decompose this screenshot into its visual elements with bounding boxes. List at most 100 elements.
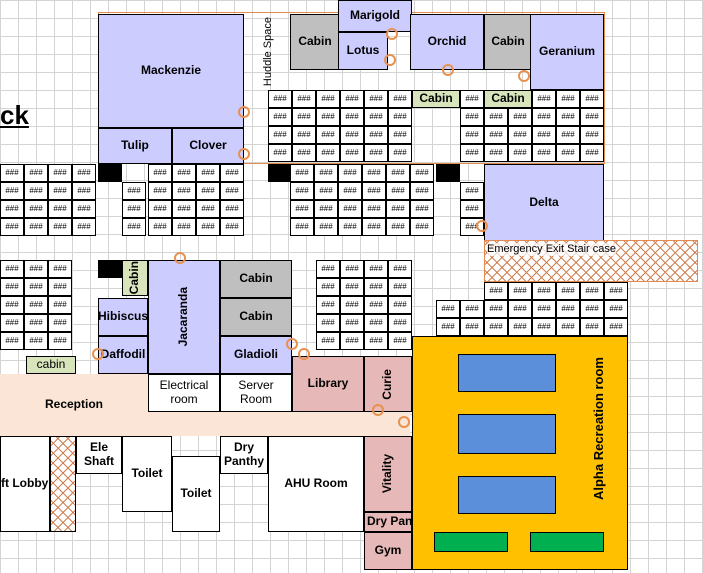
desk[interactable]: ### — [532, 144, 556, 162]
desk[interactable]: ### — [316, 126, 340, 144]
desk[interactable]: ### — [364, 108, 388, 126]
room-toilet-1[interactable]: Toilet — [122, 436, 172, 512]
desk[interactable]: ### — [316, 278, 340, 296]
desk[interactable]: ### — [556, 300, 580, 318]
room-delta[interactable]: Delta — [484, 164, 604, 242]
desk[interactable]: ### — [484, 282, 508, 300]
desk[interactable]: ### — [580, 90, 604, 108]
desk[interactable]: ### — [388, 126, 412, 144]
room-cabin-2[interactable]: Cabin — [484, 14, 532, 70]
room-ahu[interactable]: AHU Room — [268, 436, 364, 532]
room-cabin-vertical[interactable]: Cabin — [122, 260, 148, 296]
desk[interactable]: ### — [314, 200, 338, 218]
desk[interactable]: ### — [580, 300, 604, 318]
room-electrical[interactable]: Electrical room — [148, 374, 220, 412]
room-orchid[interactable]: Orchid — [410, 14, 484, 70]
desk[interactable]: ### — [24, 278, 48, 296]
desk[interactable]: ### — [220, 182, 244, 200]
room-cabin-1[interactable]: Cabin — [290, 14, 340, 70]
room-gladioli[interactable]: Gladioli — [220, 336, 292, 374]
desk[interactable]: ### — [24, 314, 48, 332]
desk[interactable]: ### — [410, 200, 434, 218]
desk[interactable]: ### — [340, 278, 364, 296]
desk[interactable]: ### — [388, 314, 412, 332]
desk[interactable]: ### — [340, 314, 364, 332]
desk[interactable]: ### — [72, 200, 96, 218]
room-dry-panthy[interactable]: Dry Panthy — [220, 436, 268, 474]
desk[interactable]: ### — [532, 300, 556, 318]
desk[interactable]: ### — [314, 182, 338, 200]
desk[interactable]: ### — [580, 108, 604, 126]
room-mackenzie[interactable]: Mackenzie — [98, 14, 244, 128]
room-geranium[interactable]: Geranium — [530, 14, 604, 90]
desk[interactable]: ### — [24, 260, 48, 278]
desk[interactable]: ### — [196, 182, 220, 200]
desk[interactable]: ### — [316, 314, 340, 332]
desk[interactable]: ### — [580, 282, 604, 300]
desk[interactable]: ### — [508, 318, 532, 336]
desk[interactable]: ### — [386, 164, 410, 182]
desk[interactable]: ### — [436, 318, 460, 336]
desk[interactable]: ### — [48, 260, 72, 278]
desk[interactable]: ### — [556, 144, 580, 162]
room-jacaranda[interactable]: Jacaranda — [148, 260, 220, 374]
desk[interactable]: ### — [362, 200, 386, 218]
room-clover[interactable]: Clover — [172, 128, 244, 164]
desk[interactable]: ### — [148, 218, 172, 236]
desk[interactable]: ### — [24, 296, 48, 314]
desk[interactable]: ### — [484, 144, 508, 162]
desk[interactable]: ### — [72, 164, 96, 182]
desk[interactable]: ### — [0, 218, 24, 236]
desk[interactable]: ### — [340, 108, 364, 126]
desk[interactable]: ### — [292, 108, 316, 126]
desk[interactable]: ### — [122, 200, 146, 218]
room-huddle-space[interactable]: Huddle Space — [244, 14, 290, 90]
room-ele-shaft[interactable]: Ele Shaft — [76, 436, 122, 474]
desk[interactable]: ### — [436, 300, 460, 318]
desk[interactable]: ### — [0, 200, 24, 218]
desk[interactable]: ### — [48, 164, 72, 182]
desk[interactable]: ### — [484, 300, 508, 318]
desk[interactable]: ### — [316, 260, 340, 278]
desk[interactable]: ### — [386, 182, 410, 200]
desk[interactable]: ### — [148, 182, 172, 200]
desk[interactable]: ### — [48, 182, 72, 200]
desk[interactable]: ### — [362, 164, 386, 182]
desk[interactable]: ### — [532, 108, 556, 126]
desk[interactable]: ### — [172, 218, 196, 236]
desk[interactable]: ### — [268, 144, 292, 162]
desk[interactable]: ### — [580, 126, 604, 144]
desk[interactable]: ### — [48, 218, 72, 236]
desk[interactable]: ### — [340, 144, 364, 162]
desk[interactable]: ### — [410, 218, 434, 236]
desk[interactable]: ### — [24, 164, 48, 182]
desk[interactable]: ### — [290, 182, 314, 200]
desk[interactable]: ### — [196, 164, 220, 182]
desk[interactable]: ### — [148, 200, 172, 218]
desk[interactable]: ### — [290, 200, 314, 218]
room-cabin-3[interactable]: Cabin — [220, 260, 292, 298]
desk[interactable]: ### — [460, 318, 484, 336]
room-tulip[interactable]: Tulip — [98, 128, 172, 164]
desk[interactable]: ### — [556, 318, 580, 336]
desk[interactable]: ### — [316, 296, 340, 314]
desk[interactable]: ### — [364, 296, 388, 314]
room-lotus[interactable]: Lotus — [338, 32, 388, 70]
desk[interactable]: ### — [386, 218, 410, 236]
room-library[interactable]: Library — [292, 356, 364, 412]
desk[interactable]: ### — [556, 282, 580, 300]
desk[interactable]: ### — [316, 144, 340, 162]
desk[interactable]: ### — [388, 332, 412, 350]
desk[interactable]: ### — [292, 126, 316, 144]
desk[interactable]: ### — [122, 218, 146, 236]
desk[interactable]: ### — [460, 200, 484, 218]
desk[interactable]: ### — [122, 182, 146, 200]
desk[interactable]: ### — [580, 144, 604, 162]
desk[interactable]: ### — [0, 332, 24, 350]
desk[interactable]: ### — [220, 200, 244, 218]
desk[interactable]: ### — [48, 200, 72, 218]
room-daffodil[interactable]: Daffodil — [98, 336, 148, 374]
desk[interactable]: ### — [508, 108, 532, 126]
room-gym[interactable]: Gym — [364, 532, 412, 570]
desk[interactable]: ### — [556, 126, 580, 144]
